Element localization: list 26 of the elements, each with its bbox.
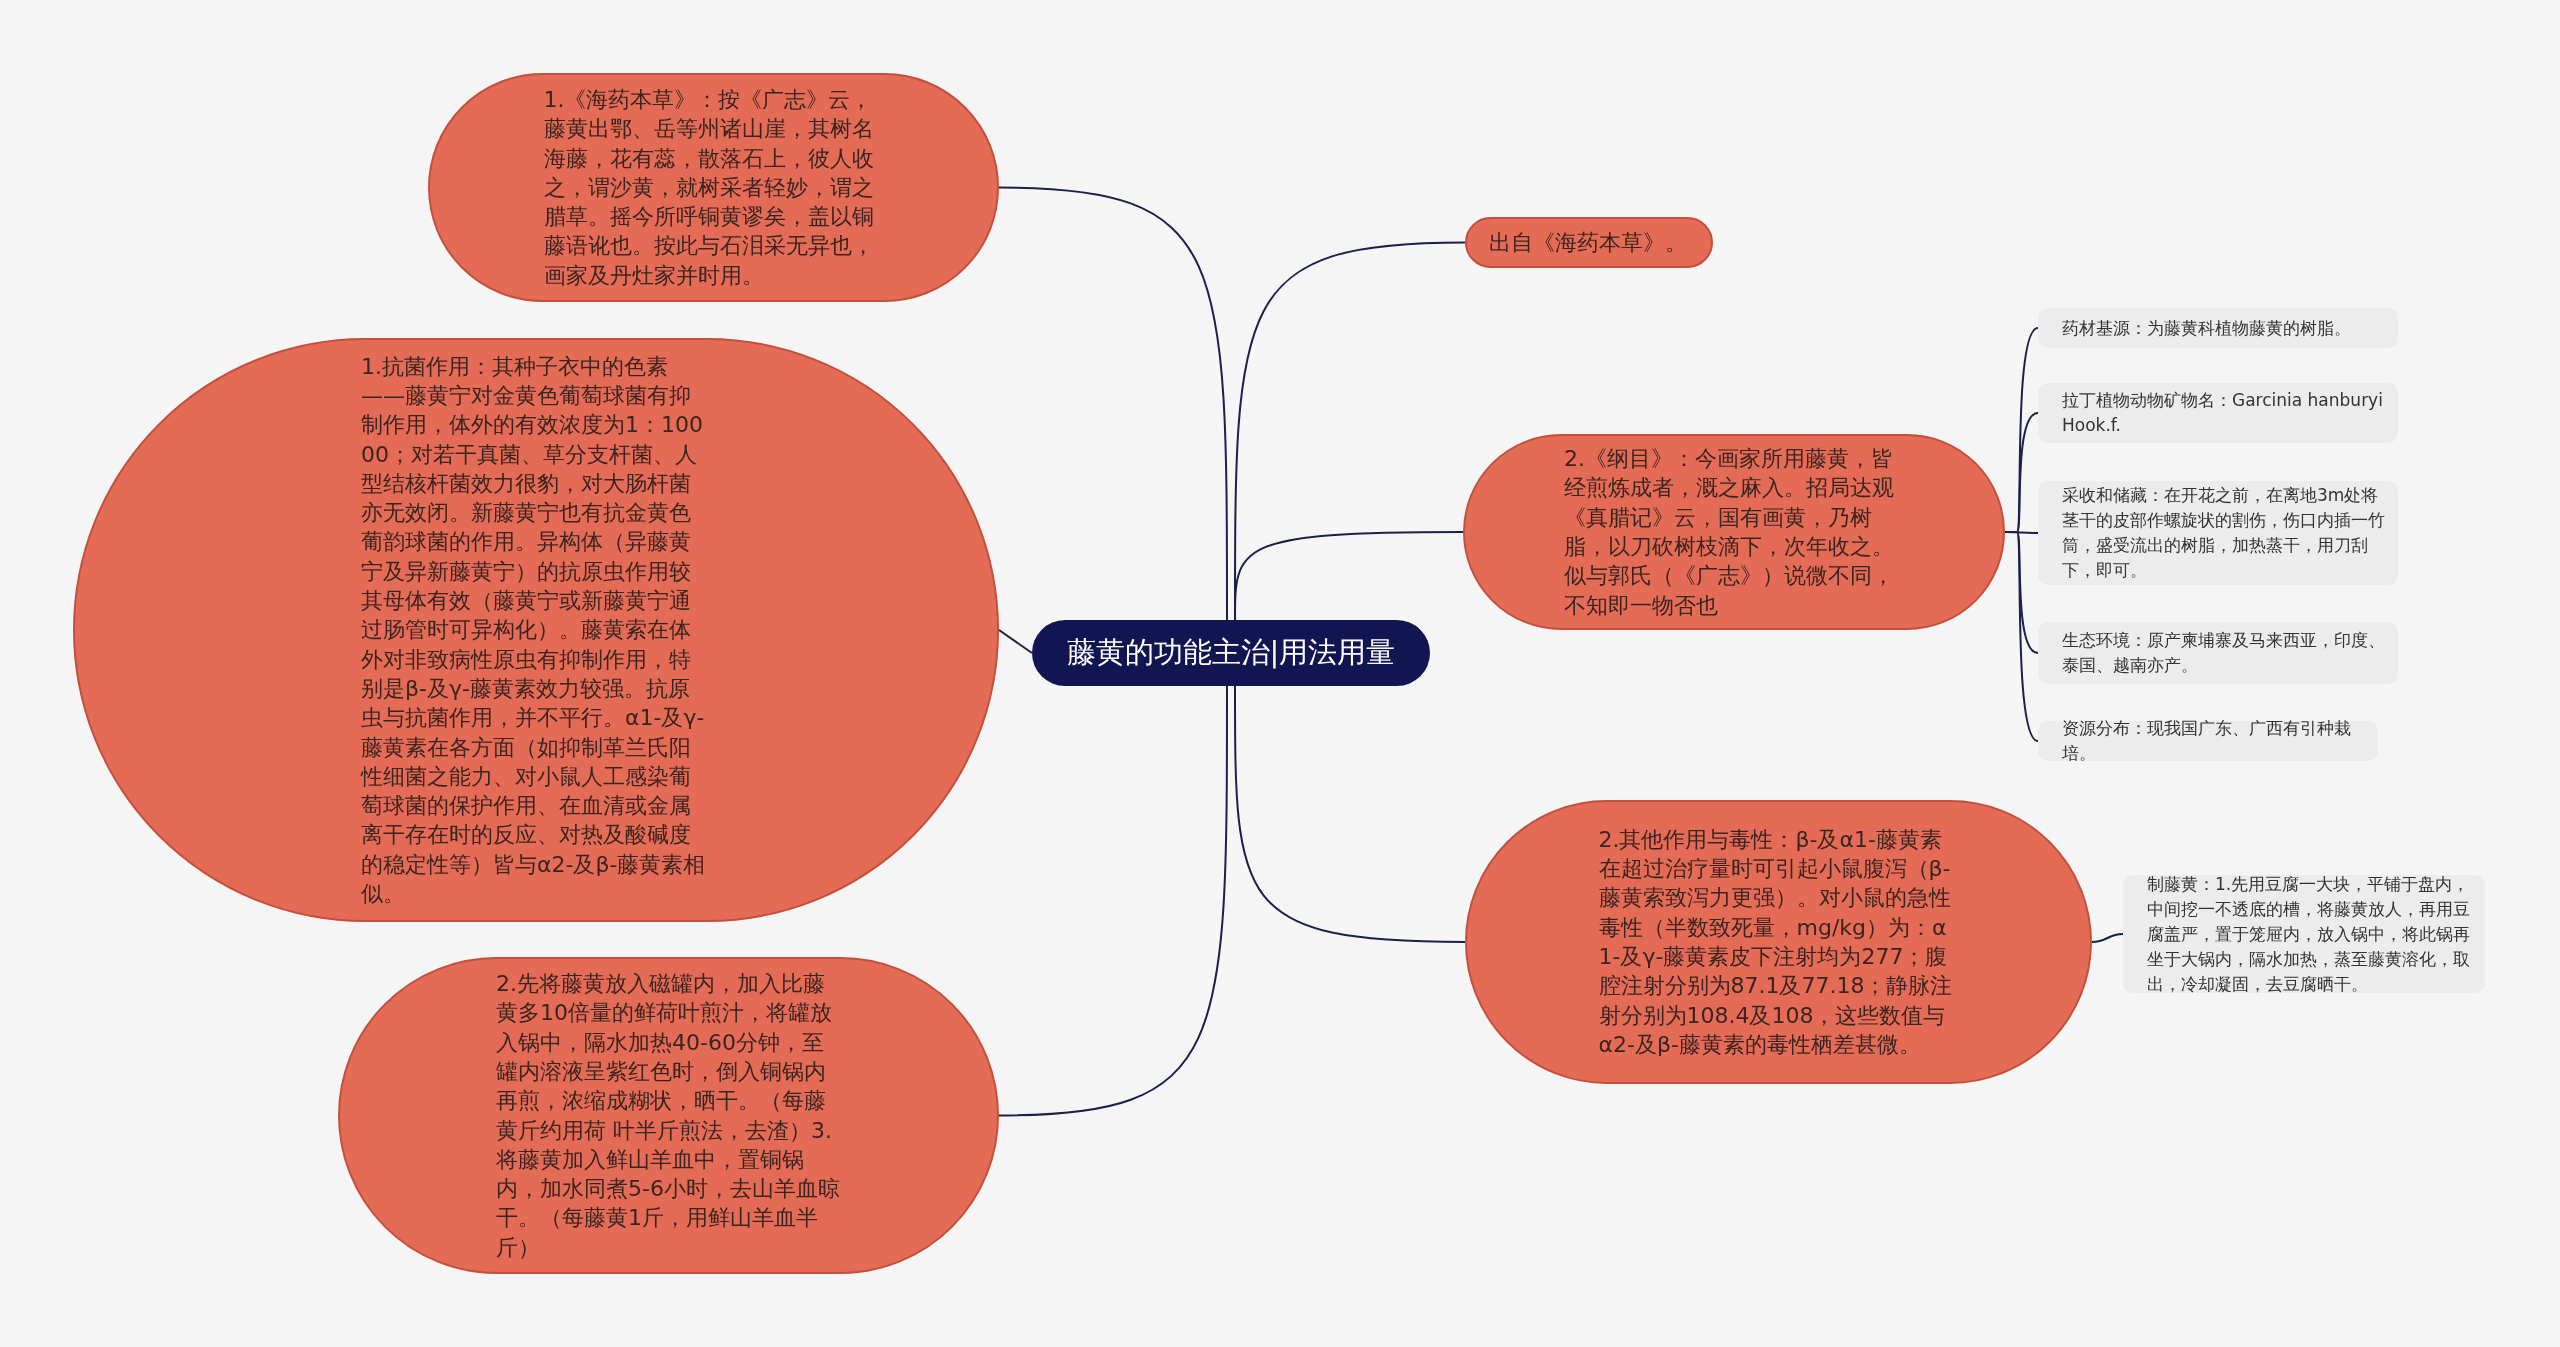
topic-text: 1.抗菌作用：其种子衣中的色素——藤黄宁对金黄色葡萄球菌有抑制作用，体外的有效浓度为1：10000；对若干真菌、草分支杆菌、人型结核杆菌效力很豹，对大肠杆菌亦无效闭。新藤黄宁也有抗金黄色葡韵球菌的作用。异构体（异藤黄宁及异新藤黄宁）的抗原虫作用较其母体有效（藤黄宁或新藤黄宁通过肠管时可异构化）。藤黄索在体外对非致病性原虫有抑制作用，特别是β-及γ-藤黄素效力较强。抗原虫与抗菌作用，并不平行。α1-及γ-藤黄素在各方面（如抑制革兰氏阳性细菌之能力、对小鼠人工感染葡萄球菌的保护作用、在血清或金属离干存在时的反应、对热及酸碱度的稳定性等）皆与α2-及β-藤黄素相似。 xyxy=(361,352,707,908)
topic-text: 2.《纲目》：今画家所用藤黄，皆经煎炼成者，溉之麻入。招局达观《真腊记》云，国有画黄，乃树脂，以刀砍树枝滴下，次年收之。似与郭氏（《广志》）说微不同，不知即一物否也 xyxy=(1564,445,1895,620)
connector-line xyxy=(2091,933,2124,943)
connector-line xyxy=(2004,531,2039,742)
note-card xyxy=(2038,622,2398,684)
topic-text: 制藤黄：1.先用豆腐一大块，平铺于盘内，中间挖一不透底的槽，将藤黄放人，再用豆腐盖严，置于笼屉内，放入锅中，将此锅再坐于大锅内，隔水加热，蒸至藤黄溶化，取出，冷却凝固，去豆腐晒干。 xyxy=(2147,872,2471,996)
note-card xyxy=(2038,481,2398,585)
topic-bubble xyxy=(1465,217,1713,268)
connector-line xyxy=(1234,531,1464,621)
connector-line xyxy=(1234,685,1466,943)
topic-text: 采收和储藏：在开花之前，在离地3m处将茎干的皮部作螺旋状的割伤，伤口内插一竹筒，盛受流出的树脂，加热蒸干，用刀刮下，即可。 xyxy=(2062,484,2386,582)
topic-text: 出自《海药本草》。 xyxy=(1489,228,1688,257)
topic-text: 2.其他作用与毒性：β-及α1-藤黄素在超过治疗量时可引起小鼠腹泻（β-藤黄索致泻力更强）。对小鼠的急性毒性（半数致死量，mg/kg）为：α1-及γ-藤黄素皮下注射均为277；腹腔注射分别为87.1及77.18；静脉注射分别为108.4及108，这些数值与α2-及β-藤黄素的毒性栖差甚微。 xyxy=(1598,825,1954,1059)
note-card xyxy=(2038,383,2398,443)
note-card xyxy=(2038,308,2398,348)
topic-text: 拉丁植物动物矿物名：Garcinia hanburyi Hook.f. xyxy=(2062,389,2384,437)
topic-title: 藤黄的功能主治|用法用量 xyxy=(1065,634,1397,671)
topic-text: 资源分布：现我国广东、广西有引种栽培。 xyxy=(2062,717,2352,765)
connector-line xyxy=(998,186,1228,621)
connector-line xyxy=(998,629,1033,654)
topic-text: 生态环境：原产柬埔寨及马来西亚，印度、泰国、越南亦产。 xyxy=(2062,629,2386,677)
note-card xyxy=(2038,721,2378,761)
topic-text: 2.先将藤黄放入磁罐内，加入比藤黄多10倍量的鲜荷叶煎汁，将罐放入锅中，隔水加热40-60分钟，至罐内溶液呈紫红色时，倒入铜锅内再煎，浓缩成糊状，晒干。（每藤黄斤约用荷 叶半斤煎法，去渣）3.将藤黄加入鲜山羊血中，置铜锅内，加水同煮5-6小时，去山羊血晾干。（每藤黄1斤，用鲜山羊血半斤） xyxy=(496,970,841,1262)
topic-text: 药材基源：为藤黄科植物藤黄的树脂。 xyxy=(2062,316,2352,340)
topic-text: 1.《海药本草》：按《广志》云，藤黄出鄂、岳等州诸山崖，其树名海藤，花有蕊，散落石上，彼人收之，谓沙黄，就树采者轻妙，谓之腊草。摇今所呼铜黄谬矣，盖以铜藤语讹也。按此与石泪采无异也，画家及丹灶家并时用。 xyxy=(543,85,875,290)
connector-line xyxy=(998,685,1228,1117)
